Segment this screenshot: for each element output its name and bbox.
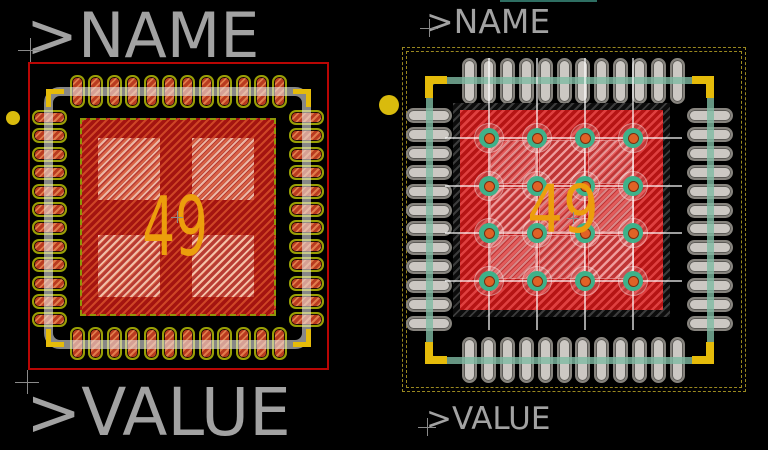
corner-mark-icon	[692, 76, 714, 98]
pad-number-right[interactable]: 49	[527, 170, 599, 248]
pin1-marker-dot-right[interactable]	[379, 95, 399, 115]
top-edge-trace-line	[500, 0, 597, 2]
corner-mark-icon	[46, 89, 64, 107]
silkscreen-frame-left[interactable]	[44, 87, 311, 349]
pin1-marker-dot-left[interactable]	[6, 111, 20, 125]
thermal-via[interactable]	[575, 223, 595, 243]
package-outline-frame-right[interactable]	[426, 77, 714, 364]
thermal-via[interactable]	[527, 176, 547, 196]
thermal-via[interactable]	[623, 271, 643, 291]
corner-mark-icon	[425, 342, 447, 364]
keepout-outline-right[interactable]	[402, 47, 746, 392]
thermal-via[interactable]	[575, 128, 595, 148]
grid-line	[445, 185, 682, 187]
paste-square	[192, 235, 254, 297]
thermal-via[interactable]	[527, 223, 547, 243]
name-text-left[interactable]: >NAME	[26, 0, 260, 72]
thermal-via[interactable]	[623, 128, 643, 148]
corner-mark-icon	[425, 76, 447, 98]
thermal-via[interactable]	[527, 271, 547, 291]
value-text-left[interactable]: >VALUE	[26, 374, 291, 450]
value-text-right[interactable]: >VALUE	[426, 401, 551, 437]
grid-line	[445, 137, 682, 139]
name-text-right[interactable]: >NAME	[426, 2, 551, 41]
thermal-via[interactable]	[575, 271, 595, 291]
corner-mark-icon	[293, 329, 311, 347]
thermal-via[interactable]	[479, 271, 499, 291]
thermal-via[interactable]	[479, 128, 499, 148]
pad-number-left[interactable]: 49	[142, 179, 208, 275]
paste-square	[98, 138, 160, 200]
grid-line	[445, 280, 682, 282]
corner-mark-icon	[46, 329, 64, 347]
thermal-via[interactable]	[479, 223, 499, 243]
paste-square	[192, 138, 254, 200]
thermal-via[interactable]	[575, 176, 595, 196]
thermal-via[interactable]	[623, 223, 643, 243]
grid-line	[445, 232, 682, 234]
courtyard-outline-left[interactable]	[28, 62, 329, 370]
corner-mark-icon	[293, 89, 311, 107]
thermal-via[interactable]	[623, 176, 643, 196]
thermal-via[interactable]	[479, 176, 499, 196]
corner-mark-icon	[692, 342, 714, 364]
paste-square	[98, 235, 160, 297]
thermal-via[interactable]	[527, 128, 547, 148]
